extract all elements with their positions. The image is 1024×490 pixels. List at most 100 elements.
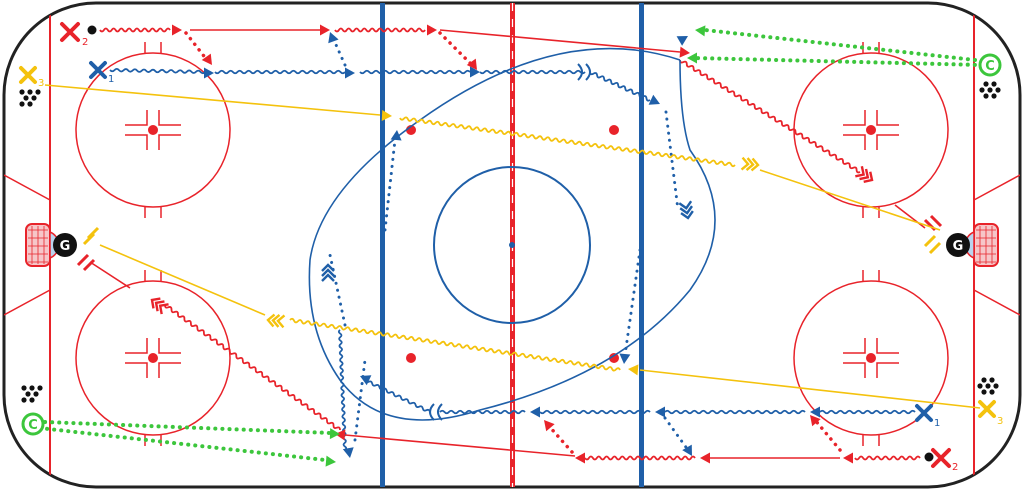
center-circle (433, 166, 591, 324)
arrow-head-icon (345, 67, 355, 79)
arrow-head-icon (360, 375, 372, 386)
shot-icon (150, 297, 161, 309)
shot-icon (158, 303, 169, 315)
blue-line-right (639, 3, 644, 487)
faceoff-dot (609, 353, 619, 363)
svg-text:2: 2 (952, 462, 958, 473)
arrow-head-icon (575, 452, 585, 464)
shot-icon (678, 200, 693, 210)
puck-pile-icon (19, 89, 41, 107)
blue-line-left (380, 3, 385, 487)
arrow-head-icon (427, 24, 437, 36)
pass-path (664, 110, 680, 212)
svg-text:3: 3 (997, 416, 1003, 427)
arrow-head-icon (676, 36, 688, 46)
arrow-head-icon (470, 66, 480, 78)
pass-path (546, 423, 574, 454)
arrow-head-icon (687, 52, 697, 64)
arrow-head-icon (172, 24, 182, 36)
skate-with-puck-path (584, 455, 696, 461)
svg-text:C: C (985, 59, 995, 74)
skate-path (759, 169, 941, 231)
x-player-icon: 3 (978, 400, 1003, 427)
shot-icon (863, 171, 874, 183)
skate-with-puck-path (539, 409, 651, 415)
arrow-head-icon (695, 25, 706, 37)
pass-path (353, 358, 367, 442)
shot-icon (680, 210, 694, 220)
skate-path (439, 29, 681, 53)
shot-icon (321, 273, 335, 282)
x-player-icon: 1 (915, 404, 940, 429)
arrow-head-icon (700, 452, 710, 464)
svg-text:G: G (60, 239, 71, 254)
pass-path (383, 138, 397, 232)
shot-icon (266, 313, 276, 328)
x-player-icon: 2 (60, 22, 88, 48)
arrow-head-icon (648, 94, 660, 105)
arrow-head-icon (843, 452, 853, 464)
svg-text:3: 3 (38, 78, 44, 89)
stop-icon (82, 226, 100, 246)
skate-with-puck-path (289, 317, 621, 372)
skate-path (639, 369, 981, 409)
arrow-head-icon (544, 420, 555, 432)
skate-path (344, 434, 576, 457)
svg-text:1: 1 (108, 74, 114, 85)
pass-path (703, 28, 977, 62)
center-dot (509, 242, 515, 248)
drill-paths (38, 24, 984, 467)
faceoff-dot (406, 353, 416, 363)
arrow-head-icon (328, 32, 339, 44)
arrow-head-icon (466, 58, 477, 70)
faceoff-circle-bottom-left (75, 270, 231, 446)
skate-with-puck-path (334, 27, 426, 33)
skate-path (89, 261, 131, 289)
arrow-head-icon (201, 53, 212, 65)
arrow-head-icon (325, 455, 336, 467)
pass-path (331, 36, 347, 67)
coach-icon: C (978, 53, 1002, 77)
arrow-head-icon (381, 109, 392, 121)
puck-pile-icon (979, 81, 1001, 99)
stop-icon (76, 253, 96, 272)
arrow-head-icon (329, 428, 340, 440)
shot-icon (745, 157, 755, 171)
arrow-head-icon (320, 24, 330, 36)
skate-with-puck-path (479, 69, 586, 75)
svg-text:C: C (28, 418, 38, 433)
arrow-head-icon (342, 447, 354, 458)
skate-path (44, 84, 381, 116)
shot-icon (276, 314, 286, 329)
arrow-head-icon (335, 429, 346, 441)
skate-with-puck-path (664, 409, 806, 415)
skate-with-puck-path (589, 71, 651, 102)
skate-with-puck-path (109, 67, 206, 75)
arrow-head-icon (390, 130, 402, 141)
skate-with-puck-path (679, 59, 861, 174)
pass-path (438, 31, 474, 67)
svg-text:1: 1 (934, 418, 940, 429)
pass-path (38, 426, 327, 462)
skate-with-puck-path (439, 409, 526, 415)
skate-with-puck-path (164, 304, 341, 431)
shot-icon (855, 166, 866, 178)
svg-text:2: 2 (82, 37, 88, 48)
pass-path (693, 56, 984, 67)
skate-with-puck-path (359, 69, 471, 75)
arrow-head-icon (628, 364, 639, 376)
shot-icon (321, 268, 335, 277)
pass-path (813, 418, 842, 452)
pass-path (663, 416, 690, 452)
puck-pile-icon (21, 385, 43, 403)
skate-with-puck-path (819, 409, 916, 415)
skate-with-puck-path (337, 329, 348, 451)
puck-pile-icon (977, 377, 999, 395)
shot-icon (154, 300, 165, 312)
faceoff-circle-bottom-right (793, 270, 949, 446)
arrow-head-icon (655, 406, 665, 418)
shot-icon (750, 157, 760, 172)
skate-with-puck-path (854, 455, 921, 461)
